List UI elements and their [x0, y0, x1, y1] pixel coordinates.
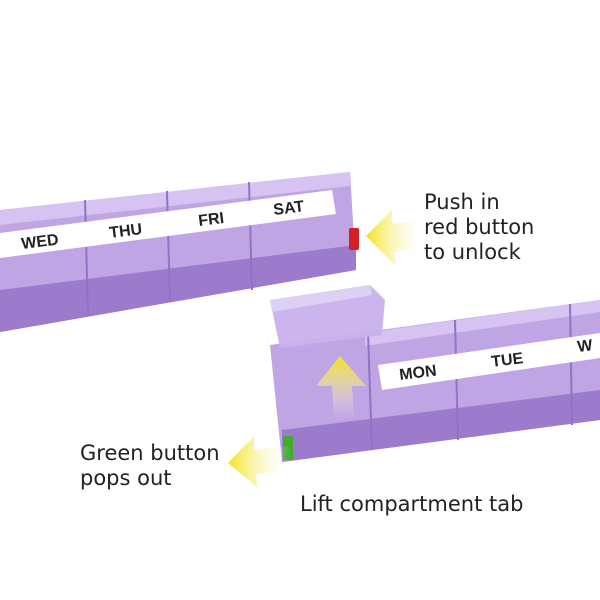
- bottom-pill-organizer: MON TUE W: [270, 285, 600, 462]
- day-label-strip: [0, 190, 336, 258]
- day-label-tue: TUE: [490, 350, 524, 371]
- caption-line: pops out: [80, 466, 172, 490]
- arrow-left-icon: [228, 436, 292, 488]
- caption-green-button: Green button pops out: [80, 441, 220, 491]
- arrow-left-icon: [366, 210, 426, 266]
- day-label-sat: SAT: [272, 198, 305, 219]
- day-label-fri: FRI: [197, 210, 225, 230]
- caption-line: Green button: [80, 441, 220, 465]
- caption-line: red button: [424, 215, 535, 239]
- arrow-up-icon: [316, 356, 366, 420]
- day-label-strip: [378, 333, 600, 390]
- caption-lift-tab: Lift compartment tab: [300, 492, 524, 516]
- day-label-thu: THU: [108, 221, 143, 242]
- day-label-wed: WED: [20, 232, 59, 253]
- caption-unlock: Push in red button to unlock: [424, 190, 534, 265]
- day-label-w: W: [576, 337, 594, 356]
- caption-line: to unlock: [424, 240, 521, 264]
- red-unlock-button[interactable]: [349, 228, 359, 250]
- day-label-mon: MON: [398, 363, 437, 384]
- caption-line: Push in: [424, 190, 500, 214]
- top-pill-organizer: WED THU FRI SAT: [0, 172, 359, 332]
